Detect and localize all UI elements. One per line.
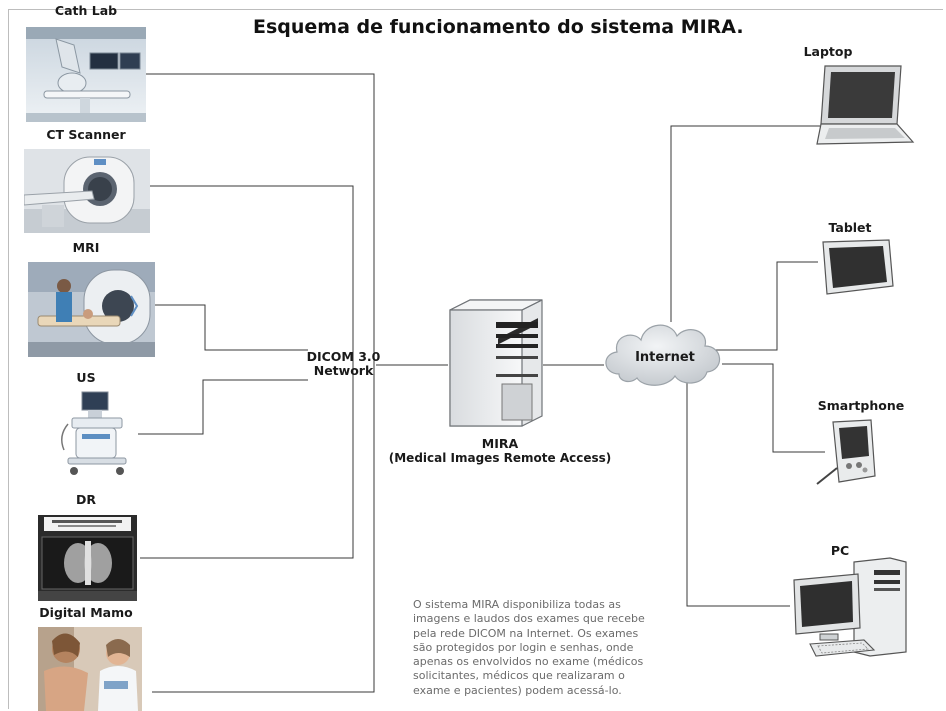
- device-label-tablet: Tablet: [828, 220, 872, 235]
- frame-top-border: [8, 9, 943, 10]
- ultrasound-photo: [48, 390, 138, 480]
- line-laptop: [670, 125, 820, 322]
- diagram-title: Esquema de funcionamento do sistema MIRA…: [253, 16, 744, 38]
- modality-label-mri: MRI: [72, 240, 100, 255]
- line-pc: [686, 380, 790, 607]
- server-subtitle: (Medical Images Remote Access): [388, 451, 612, 465]
- ct-scanner-photo: [24, 149, 150, 233]
- mri-photo: [28, 262, 155, 357]
- frame-left-border: [8, 9, 9, 709]
- line-tablet: [716, 261, 818, 351]
- line-cath-lab: [146, 73, 375, 693]
- system-description: O sistema MIRA disponibiliza todas as im…: [413, 598, 645, 697]
- internet-label: Internet: [635, 350, 695, 365]
- line-smartphone: [722, 363, 825, 453]
- modality-label-digital-mamo: Digital Mamo: [39, 605, 133, 620]
- network-label-line2: Network: [313, 363, 374, 378]
- device-label-laptop: Laptop: [803, 44, 853, 59]
- network-label-line1: DICOM 3.0: [306, 349, 381, 364]
- server-tower-icon: [449, 299, 543, 427]
- device-label-pc: PC: [830, 543, 850, 558]
- cloud-icon: [605, 324, 721, 386]
- modality-label-us: US: [76, 370, 96, 385]
- server-name: MIRA: [481, 436, 519, 451]
- smartphone-icon: [816, 419, 876, 485]
- digital-radiography-photo: [38, 515, 137, 601]
- modality-label-ct-scanner: CT Scanner: [46, 127, 126, 142]
- desktop-pc-icon: [793, 557, 907, 657]
- line-mri: [155, 304, 308, 351]
- tablet-icon: [822, 239, 894, 295]
- line-ct-scanner: [140, 185, 354, 559]
- device-label-smartphone: Smartphone: [817, 398, 905, 413]
- mammography-photo: [38, 627, 142, 711]
- modality-label-cath-lab: Cath Lab: [54, 3, 118, 18]
- laptop-icon: [816, 65, 915, 145]
- line-us: [138, 379, 308, 435]
- modality-label-dr: DR: [75, 492, 96, 507]
- cath-lab-photo: [26, 27, 146, 122]
